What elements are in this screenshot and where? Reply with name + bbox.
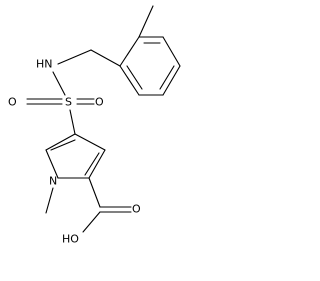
double-bond-inner bbox=[50, 139, 76, 151]
bond bbox=[162, 65, 181, 96]
bond bbox=[119, 36, 140, 67]
atom-n-ring: N bbox=[49, 175, 57, 188]
bond bbox=[45, 149, 59, 179]
bond bbox=[45, 133, 76, 151]
atom-oh: HO bbox=[62, 233, 79, 246]
atom-o-carbonyl: O bbox=[132, 203, 141, 216]
acid-c-bond bbox=[88, 177, 101, 208]
ch2-bond bbox=[90, 49, 121, 67]
double-bond-inner bbox=[159, 65, 175, 90]
benzene-ring bbox=[119, 36, 181, 96]
atom-o-right: O bbox=[95, 96, 104, 109]
molecule-structure: HN S O O N O HO bbox=[8, 5, 181, 246]
acid-c-oh-bond bbox=[82, 211, 101, 233]
s-c-bond bbox=[69, 109, 76, 135]
pyrrole-ring bbox=[45, 133, 106, 179]
bond bbox=[88, 149, 106, 179]
double-bond-inner bbox=[84, 152, 100, 176]
bond bbox=[74, 133, 106, 151]
n-s-bond bbox=[52, 71, 66, 96]
ch2-bond bbox=[57, 49, 92, 65]
double-bond-inner bbox=[126, 65, 143, 90]
atom-o-left: O bbox=[8, 96, 17, 109]
molecule-svg: HN S O O N O HO bbox=[8, 5, 181, 246]
atom-s: S bbox=[65, 96, 72, 109]
atom-nh: HN bbox=[36, 58, 53, 71]
methyl-bond bbox=[138, 5, 154, 38]
bond bbox=[119, 65, 140, 96]
bond bbox=[162, 36, 181, 67]
n-methyl-bond bbox=[45, 187, 54, 214]
